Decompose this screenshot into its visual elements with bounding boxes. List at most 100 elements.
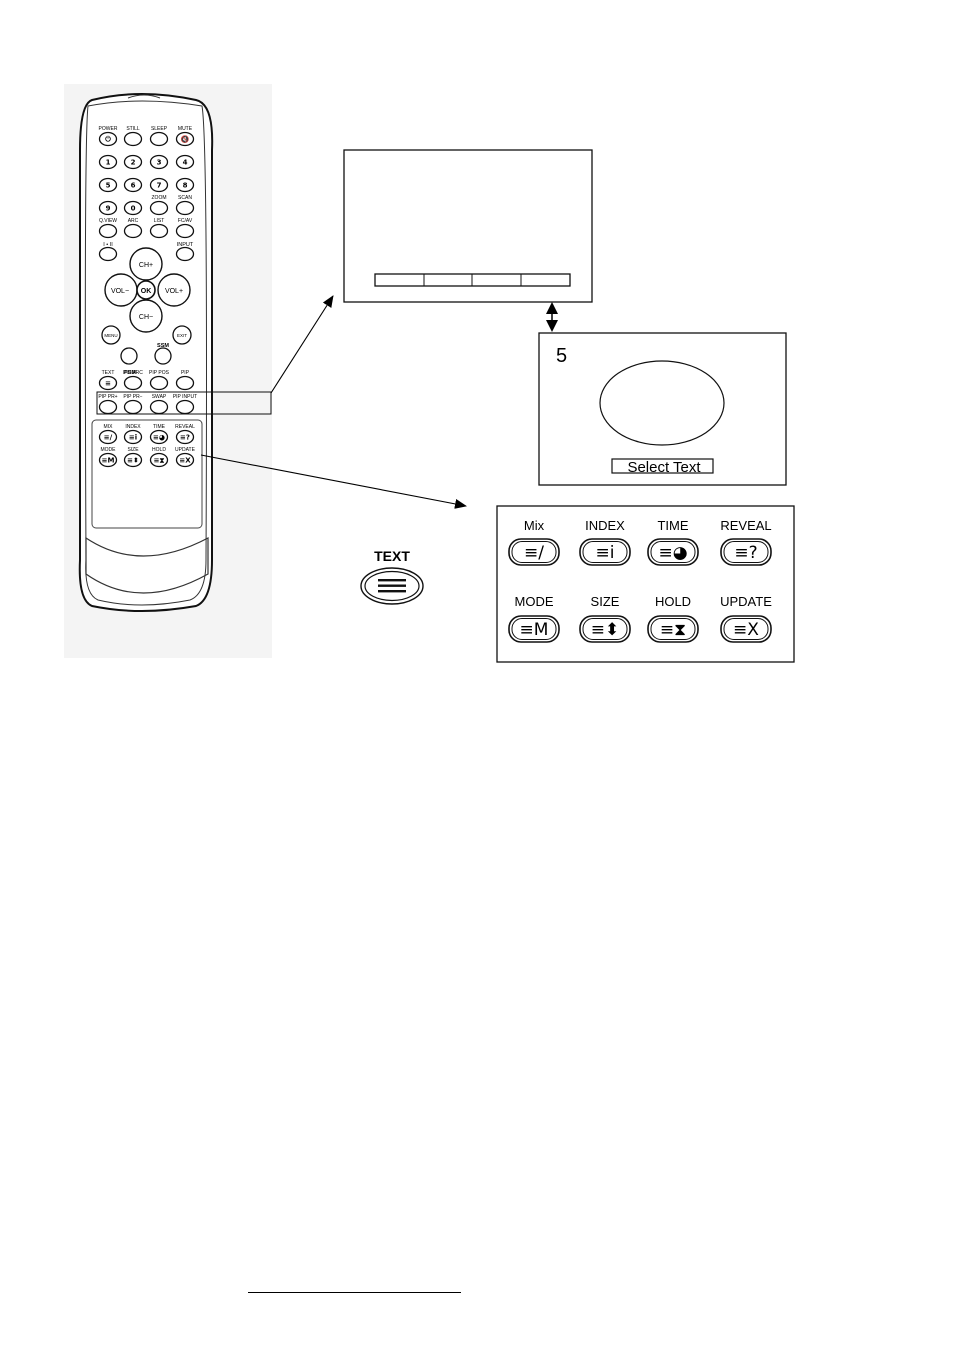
remote-key-label-text: TEXT xyxy=(102,370,115,376)
remote-key-list[interactable] xyxy=(149,223,169,239)
remote-key-label-pip_pr_minus: PIP PR− xyxy=(123,394,142,400)
remote-key-text[interactable] xyxy=(98,375,118,391)
remote-key-face-n3: 3 xyxy=(157,159,162,167)
remote-key-mix[interactable] xyxy=(98,429,118,445)
remote-key-n1[interactable] xyxy=(98,154,118,170)
input-button[interactable] xyxy=(175,246,195,262)
dual-label: I • II xyxy=(103,242,113,248)
remote-key-mute[interactable] xyxy=(175,131,195,147)
pip-row-callout xyxy=(96,391,272,415)
remote-key-qview[interactable] xyxy=(98,223,118,239)
volume-up-button[interactable] xyxy=(157,273,191,307)
teletext-index-button[interactable] xyxy=(579,538,631,566)
remote-key-label-pip_pos: PIP POS xyxy=(149,370,170,376)
ssm-button[interactable] xyxy=(154,347,172,365)
remote-key-n0[interactable] xyxy=(123,200,143,216)
remote-key-index[interactable] xyxy=(123,429,143,445)
input-label: INPUT xyxy=(177,242,194,248)
remote-key-fcav[interactable] xyxy=(175,223,195,239)
channel-down-button[interactable] xyxy=(129,299,163,333)
remote-key-pip_pr_plus[interactable] xyxy=(98,399,118,415)
remote-key-scan[interactable] xyxy=(175,200,195,216)
remote-key-n7[interactable] xyxy=(149,177,169,193)
remote-key-hold[interactable] xyxy=(149,452,169,468)
remote-key-face-mix: ≡/ xyxy=(104,434,113,442)
remote-key-label-qview: Q.VIEW xyxy=(99,218,117,224)
remote-key-n5[interactable] xyxy=(98,177,118,193)
remote-key-n8[interactable] xyxy=(175,177,195,193)
menu-label: MENU xyxy=(104,333,117,338)
remote-key-face-time: ≡◕ xyxy=(153,434,165,442)
teletext-update-button[interactable] xyxy=(720,615,772,643)
index-icon: ≡i xyxy=(596,543,615,563)
teletext-button-inner xyxy=(511,618,557,640)
remote-key-label-sleep: SLEEP xyxy=(151,126,168,132)
teletext-reveal-button[interactable] xyxy=(720,538,772,566)
teletext-mode-button[interactable] xyxy=(508,615,560,643)
teletext-arrow xyxy=(200,454,467,509)
time-icon: ≡◕ xyxy=(658,543,687,563)
ok-button[interactable] xyxy=(136,280,156,300)
remote-key-face-n2: 2 xyxy=(131,159,136,167)
teletext-panel: Mix≡/INDEX≡iTIME≡◕REVEAL≡?MODE≡MSIZE≡⬍HO… xyxy=(496,505,795,663)
remote-key-face-n4: 4 xyxy=(183,159,188,167)
channel-up-button[interactable] xyxy=(129,247,163,281)
remote-key-label-hold: HOLD xyxy=(152,447,166,453)
remote-key-swap[interactable] xyxy=(149,399,169,415)
remote-key-label-time: TIME xyxy=(153,424,166,430)
remote-key-arc[interactable] xyxy=(123,223,143,239)
remote-key-update[interactable] xyxy=(175,452,195,468)
teletext-button-inner xyxy=(650,618,696,640)
select-text-caption: Select Text xyxy=(627,459,701,476)
channel-up-label: CH+ xyxy=(139,262,153,269)
remote-key-n4[interactable] xyxy=(175,154,195,170)
dual-sound-button[interactable] xyxy=(98,246,118,262)
remote-key-label-zoom: ZOOM xyxy=(152,195,167,201)
remote-key-label-list: LIST xyxy=(154,218,165,224)
remote-key-power[interactable] xyxy=(98,131,118,147)
pip-arrow xyxy=(270,295,334,394)
teletext-hold-button[interactable] xyxy=(647,615,699,643)
mix-icon: ≡/ xyxy=(524,543,544,563)
exit-button[interactable] xyxy=(172,325,192,345)
remote-key-zoom[interactable] xyxy=(149,200,169,216)
remote-key-label-size: SIZE xyxy=(127,447,139,453)
teletext-time-button[interactable] xyxy=(647,538,699,566)
remote-key-reveal[interactable] xyxy=(175,429,195,445)
ssm-label: SSM xyxy=(157,343,169,349)
remote-key-pip_pr_minus[interactable] xyxy=(123,399,143,415)
remote-key-face-n0: 0 xyxy=(131,205,136,213)
remote-key-face-mute: 🔇 xyxy=(181,135,190,144)
remote-key-pip[interactable] xyxy=(175,375,195,391)
remote-key-n6[interactable] xyxy=(123,177,143,193)
remote-key-n3[interactable] xyxy=(149,154,169,170)
remote-key-still[interactable] xyxy=(123,131,143,147)
remote-key-label-pip_arc: PIP ARC xyxy=(123,370,143,376)
remote-key-label-pip: PIP xyxy=(181,370,190,376)
remote-key-label-swap: SWAP xyxy=(152,394,167,400)
remote-key-pip_arc[interactable] xyxy=(123,375,143,391)
remote-key-face-size: ≡⬍ xyxy=(127,457,139,465)
remote-key-face-hold: ≡⧗ xyxy=(154,457,165,465)
remote-key-sleep[interactable] xyxy=(149,131,169,147)
remote-key-label-index: INDEX xyxy=(125,424,141,430)
remote-key-time[interactable] xyxy=(149,429,169,445)
psm-button[interactable] xyxy=(120,347,138,365)
tv-screen-pip xyxy=(343,149,593,303)
remote-key-n2[interactable] xyxy=(123,154,143,170)
select-text-screen: 5 Select Text xyxy=(538,332,787,486)
teletext-mix-button[interactable] xyxy=(508,538,560,566)
teletext-button-inner xyxy=(723,618,769,640)
page-number: 5 xyxy=(556,345,567,367)
remote-key-n9[interactable] xyxy=(98,200,118,216)
remote-key-pip_input[interactable] xyxy=(175,399,195,415)
remote-key-size[interactable] xyxy=(123,452,143,468)
picture-oval xyxy=(599,360,725,446)
remote-key-pip_pos[interactable] xyxy=(149,375,169,391)
menu-button[interactable] xyxy=(101,325,121,345)
remote-key-mode[interactable] xyxy=(98,452,118,468)
menu-lines-icon xyxy=(378,579,406,593)
teletext-size-button[interactable] xyxy=(579,615,631,643)
hold-icon: ≡⧗ xyxy=(660,620,686,640)
